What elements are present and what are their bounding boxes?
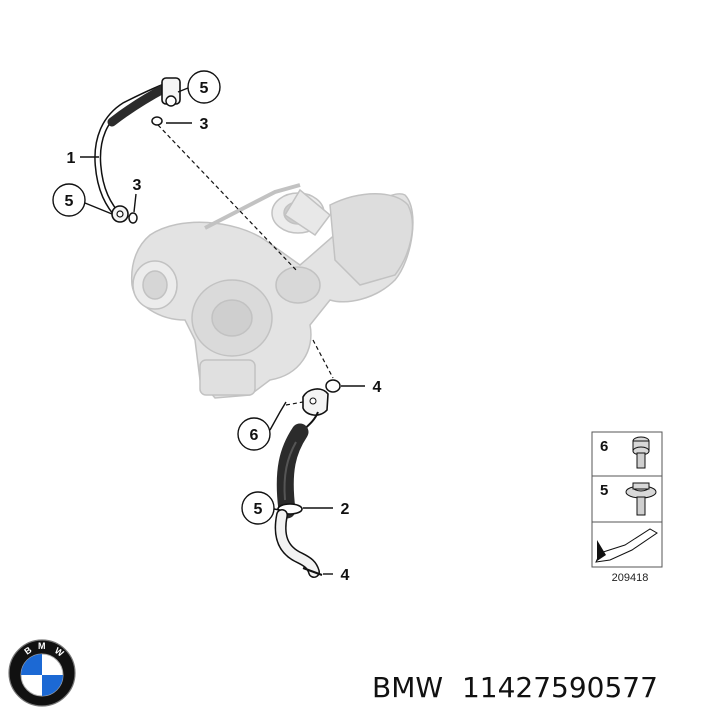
part-number: 11427590577 — [462, 671, 658, 704]
sealing-washer-top — [151, 116, 163, 126]
flange-bolt-icon — [625, 482, 657, 516]
direction-arrow-icon — [595, 528, 658, 563]
oil-feed-line — [94, 77, 181, 223]
callout-5-left: 5 — [65, 193, 74, 210]
brand-name: BMW — [372, 671, 443, 704]
callouts — [52, 70, 365, 575]
callout-4-lower: 4 — [341, 567, 350, 584]
assembly-lines — [157, 124, 334, 406]
legend-number-5: 5 — [600, 482, 608, 499]
callout-1: 1 — [67, 150, 76, 167]
o-ring-upper — [325, 379, 341, 393]
callout-5-top: 5 — [200, 80, 209, 97]
callout-3-left: 3 — [133, 177, 142, 194]
callout-labels: 5 3 1 5 3 4 6 5 2 4 — [65, 80, 382, 584]
turbocharger — [130, 183, 414, 399]
svg-text:M: M — [38, 641, 46, 651]
svg-text:B: B — [22, 644, 33, 656]
callout-2: 2 — [341, 501, 350, 518]
bmw-logo: B M W — [8, 639, 76, 707]
callout-5-lower: 5 — [254, 501, 263, 518]
reference-code: 209418 — [612, 572, 649, 584]
oil-return-line — [274, 388, 329, 578]
sealing-washer-bottom — [128, 212, 138, 224]
callout-4-upper: 4 — [373, 379, 382, 396]
callout-6: 6 — [250, 427, 259, 444]
part-caption: BMW 11427590577 — [372, 671, 658, 704]
legend-number-6: 6 — [600, 438, 608, 455]
bolt-icon — [632, 436, 650, 469]
callout-3-top: 3 — [200, 116, 209, 133]
fastener-legend: 6 5 209418 — [591, 431, 663, 584]
